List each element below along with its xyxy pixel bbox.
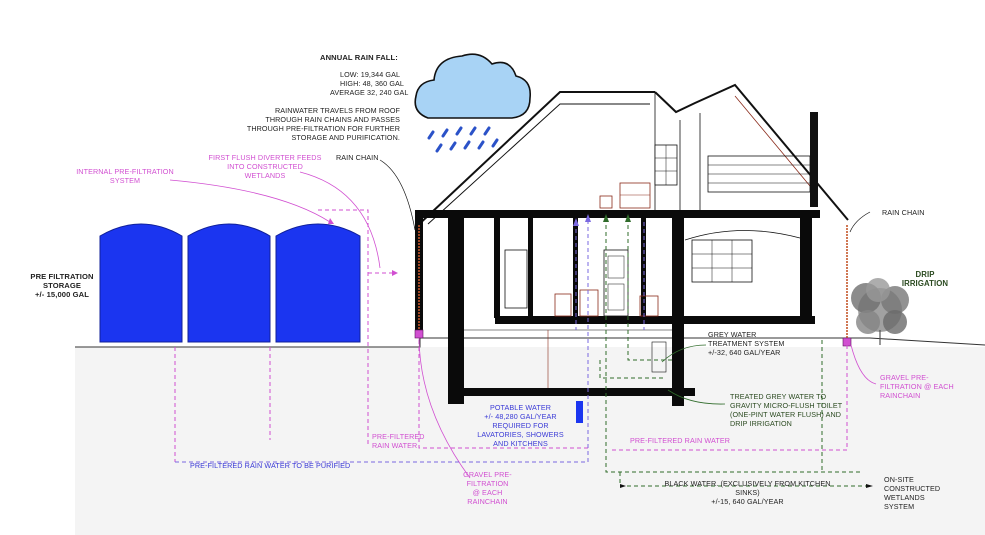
wetlands-line4: SYSTEM (884, 502, 915, 511)
storage-line3: +/- 15,000 GAL (35, 290, 89, 299)
internal-prefiltration-line2: SYSTEM (109, 176, 141, 185)
wetlands-label: ON-SITE CONSTRUCTED WETLANDS SYSTEM (884, 475, 940, 511)
gravel-box-right (842, 337, 852, 347)
treated-grey-water-label: TREATED GREY WATER TO GRAVITY MICRO-FLUS… (730, 392, 842, 428)
ground-fill (75, 347, 985, 535)
door (603, 249, 629, 317)
gravel-box-left (414, 329, 424, 339)
rainfall-low: LOW: 19,344 GAL (340, 70, 401, 79)
prefiltered-left-line1: PRE-FILTERED (372, 432, 425, 441)
black-water-line1-text: BLACK WATER. (exclusively from kitchen s… (664, 479, 831, 497)
roof-right (654, 83, 849, 221)
black-water-label: BLACK WATER. (exclusively from kitchen s… (655, 479, 840, 506)
tank-3 (275, 223, 361, 343)
to-be-purified-label: PRE-FILTERED RAIN WATER TO BE PURIFIED (190, 461, 351, 470)
gravel-left-line2: FILTRATION (466, 479, 509, 488)
roof-inner (427, 103, 650, 225)
potable-line2: +/- 48,280 GAL/YEAR (484, 412, 557, 421)
grey-water-line2: TREATMENT SYSTEM (708, 339, 785, 348)
internal-prefiltration-line1: INTERNAL PRE-FILTRATION (76, 167, 174, 176)
potable-line1: POTABLE WATER (489, 403, 552, 412)
tank-2 (187, 223, 271, 343)
gravel-left-line3: @ EACH (472, 488, 503, 497)
gravel-right-line2: FILTRATION @ EACH (880, 382, 954, 391)
treated-line2: GRAVITY MICRO-FLUSH TOILET (730, 401, 843, 410)
potable-line5: AND KITCHENS (493, 439, 548, 448)
treated-line3: (ONE-PINT WATER FLUSH) AND (730, 410, 842, 419)
tank-1 (99, 223, 183, 343)
rain-cloud-icon (414, 53, 532, 153)
rain-chain-left-label: RAIN CHAIN (336, 153, 379, 162)
first-flush-label: FIRST FLUSH DIVERTER FEEDS INTO CONSTRUC… (200, 153, 330, 180)
roof-main (414, 91, 655, 229)
potable-tank (576, 401, 583, 423)
rainwater-note-line1: RAINWATER TRAVELS FROM ROOF (274, 106, 400, 115)
black-water-line2: +/-15, 640 GAL/YEAR (711, 497, 784, 506)
storage-label: PRE FILTRATION STORAGE +/- 15,000 GAL (22, 272, 102, 299)
treated-line1: TREATED GREY WATER TO (730, 392, 827, 401)
wetlands-line3: WETLANDS (884, 493, 925, 502)
potable-line3: REQUIRED FOR (492, 421, 549, 430)
grey-water-line3: +/-32, 640 GAL/YEAR (708, 348, 781, 357)
shrub-icon (851, 278, 909, 345)
internal-prefiltration-label: INTERNAL PRE-FILTRATION SYSTEM (70, 167, 180, 185)
rainwater-note-line3: THROUGH PRE-FILTRATION FOR FURTHER (246, 124, 400, 133)
drip-line2: IRRIGATION (901, 279, 949, 288)
gravel-right-line1: GRAVEL PRE- (880, 373, 929, 382)
prefiltered-left-line2: RAIN WATER (372, 441, 418, 450)
rain-chain-right-label: RAIN CHAIN (882, 208, 925, 217)
wetlands-line1: ON-SITE (884, 475, 914, 484)
treated-line4: DRIP IRRIGATION (730, 419, 792, 428)
potable-line4: LAVATORIES, SHOWERS (477, 430, 564, 439)
gravel-left-label: GRAVEL PRE- FILTRATION @ EACH RAINCHAIN (455, 470, 520, 506)
rainwater-note: RAINWATER TRAVELS FROM ROOF THROUGH RAIN… (230, 106, 400, 142)
gravel-right-label: GRAVEL PRE- FILTRATION @ EACH RAINCHAIN (880, 373, 954, 400)
gravel-right-line3: RAINCHAIN (880, 391, 921, 400)
black-water-line1: BLACK WATER. (exclusively from kitchen s… (655, 479, 840, 497)
first-flush-line2: INTO CONSTRUCTED (227, 162, 303, 171)
potable-water-label: POTABLE WATER +/- 48,280 GAL/YEAR REQUIR… (468, 403, 573, 448)
rainwater-note-line4: STORAGE AND PURIFICATION. (291, 133, 400, 142)
prefiltered-right-label: PRE-FILTERED RAIN WATER (630, 436, 730, 445)
storage-line2: STORAGE (42, 281, 82, 290)
grey-water-label: GREY WATER TREATMENT SYSTEM +/-32, 640 G… (708, 330, 784, 357)
storage-line1: PRE FILTRATION (30, 272, 94, 281)
drip-irrigation-label: DRIP IRRIGATION (895, 270, 955, 288)
rainwater-note-line2: THROUGH RAIN CHAINS AND PASSES (265, 115, 400, 124)
gravel-left-line4: RAINCHAIN (467, 497, 508, 506)
grey-water-line1: GREY WATER (708, 330, 757, 339)
drip-line1: DRIP (915, 270, 935, 279)
rainfall-average: AVERAGE 32, 240 GAL (330, 88, 409, 97)
gravel-left-line1: GRAVEL PRE- (463, 470, 512, 479)
lower-floor-slab (495, 316, 815, 324)
house-section (414, 83, 849, 406)
storage-tanks (99, 223, 361, 343)
first-flush-line1: FIRST FLUSH DIVERTER FEEDS (208, 153, 322, 162)
annual-rainfall-title: ANNUAL RAIN FALL: (320, 53, 398, 62)
first-flush-line3: WETLANDS (244, 171, 286, 180)
rainfall-high: HIGH: 48, 360 GAL (340, 79, 405, 88)
upper-floor-slab (415, 210, 820, 218)
wetlands-line2: CONSTRUCTED (884, 484, 941, 493)
prefiltered-left-label: PRE-FILTERED RAIN WATER (372, 432, 425, 450)
